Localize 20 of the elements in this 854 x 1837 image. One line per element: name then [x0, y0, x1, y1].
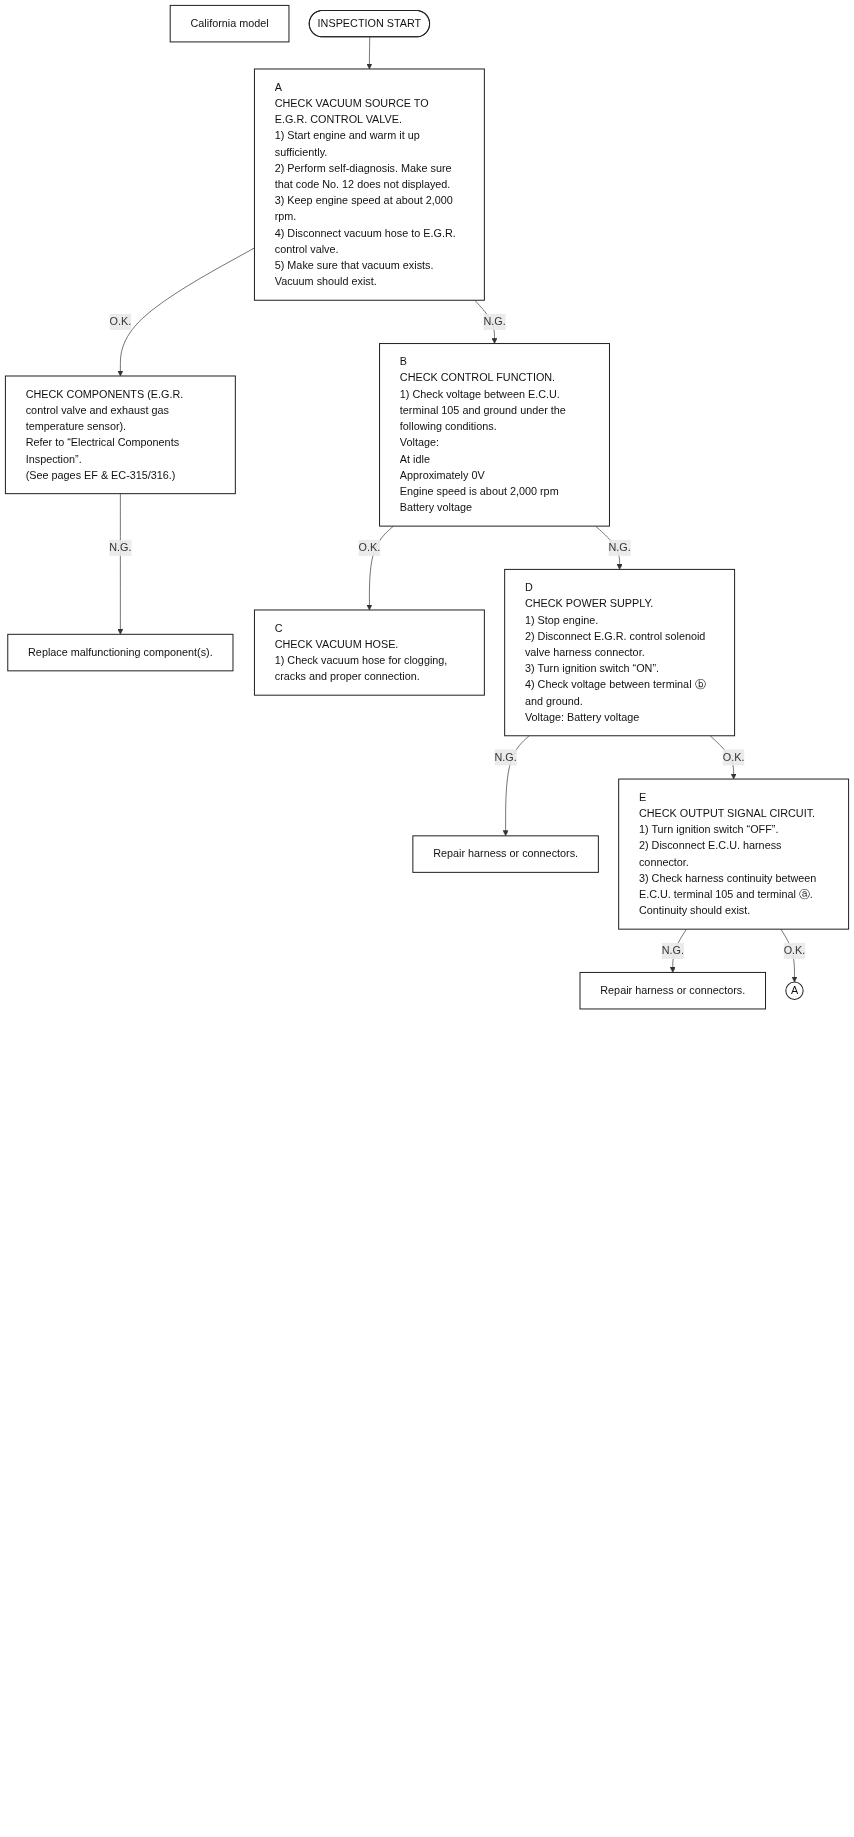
edge-label: N.G.: [483, 315, 506, 328]
edge-label: N.G.: [109, 541, 132, 554]
node-box: A CHECK VACUUM SOURCE TO E.G.R. CONTROL VALVE. 1) Start engine and warm it up sufficiently. 2) Perform self-diagnosis. Make sure that code No. 12 does not displayed. 3) Keep engine speed at about 2,000 rpm. 4) Disconnect vacuum hose to E.G.R. control valve. 5) Make sure that vacuum exists. Vacuum should exist.: [253, 68, 485, 301]
node-box: CHECK COMPONENTS (E.G.R. control valve and exhaust gas temperature sensor). Refer to “Electrical Components Inspection”. (See pages EF & EC-315/316.): [4, 375, 236, 495]
node-box: C CHECK VACUUM HOSE. 1) Check vacuum hose for clogging, cracks and proper connection.: [253, 609, 485, 696]
node-box: Replace malfunctioning component(s).: [7, 633, 234, 672]
edge-label: N.G.: [494, 751, 517, 763]
node-box: Repair harness or connectors.: [412, 835, 599, 873]
edge-label: O.K.: [358, 541, 381, 554]
edge-label: O.K.: [722, 751, 745, 763]
edge-label: N.G.: [608, 541, 631, 554]
edge-label: O.K.: [109, 315, 132, 328]
node-box: D CHECK POWER SUPPLY. 1) Stop engine. 2) Disconnect E.G.R. control solenoid valve harness connector. 3) Turn ignition switch “ON”. 4) Check voltage between terminal ⓑ and ground. Voltage: Battery voltage: [504, 568, 736, 737]
node-box: Repair harness or connectors.: [579, 971, 767, 1010]
edge-label: N.G.: [661, 944, 684, 957]
node-box: E CHECK OUTPUT SIGNAL CIRCUIT. 1) Turn ignition switch “OFF”. 2) Disconnect E.C.U. harness connector. 3) Check harness continuity between E.C.U. terminal 105 and terminal ⓐ. Continuity should exist.: [618, 778, 850, 930]
node-box: California model: [169, 4, 290, 43]
node-circle: A: [785, 981, 804, 1000]
edge-label: O.K.: [783, 944, 806, 957]
node-box: B CHECK CONTROL FUNCTION. 1) Check voltage between E.C.U. terminal 105 and ground under the following conditions. Voltage: At idle Approximately 0V Engine speed is about 2,000 rpm Battery voltage: [379, 343, 610, 527]
